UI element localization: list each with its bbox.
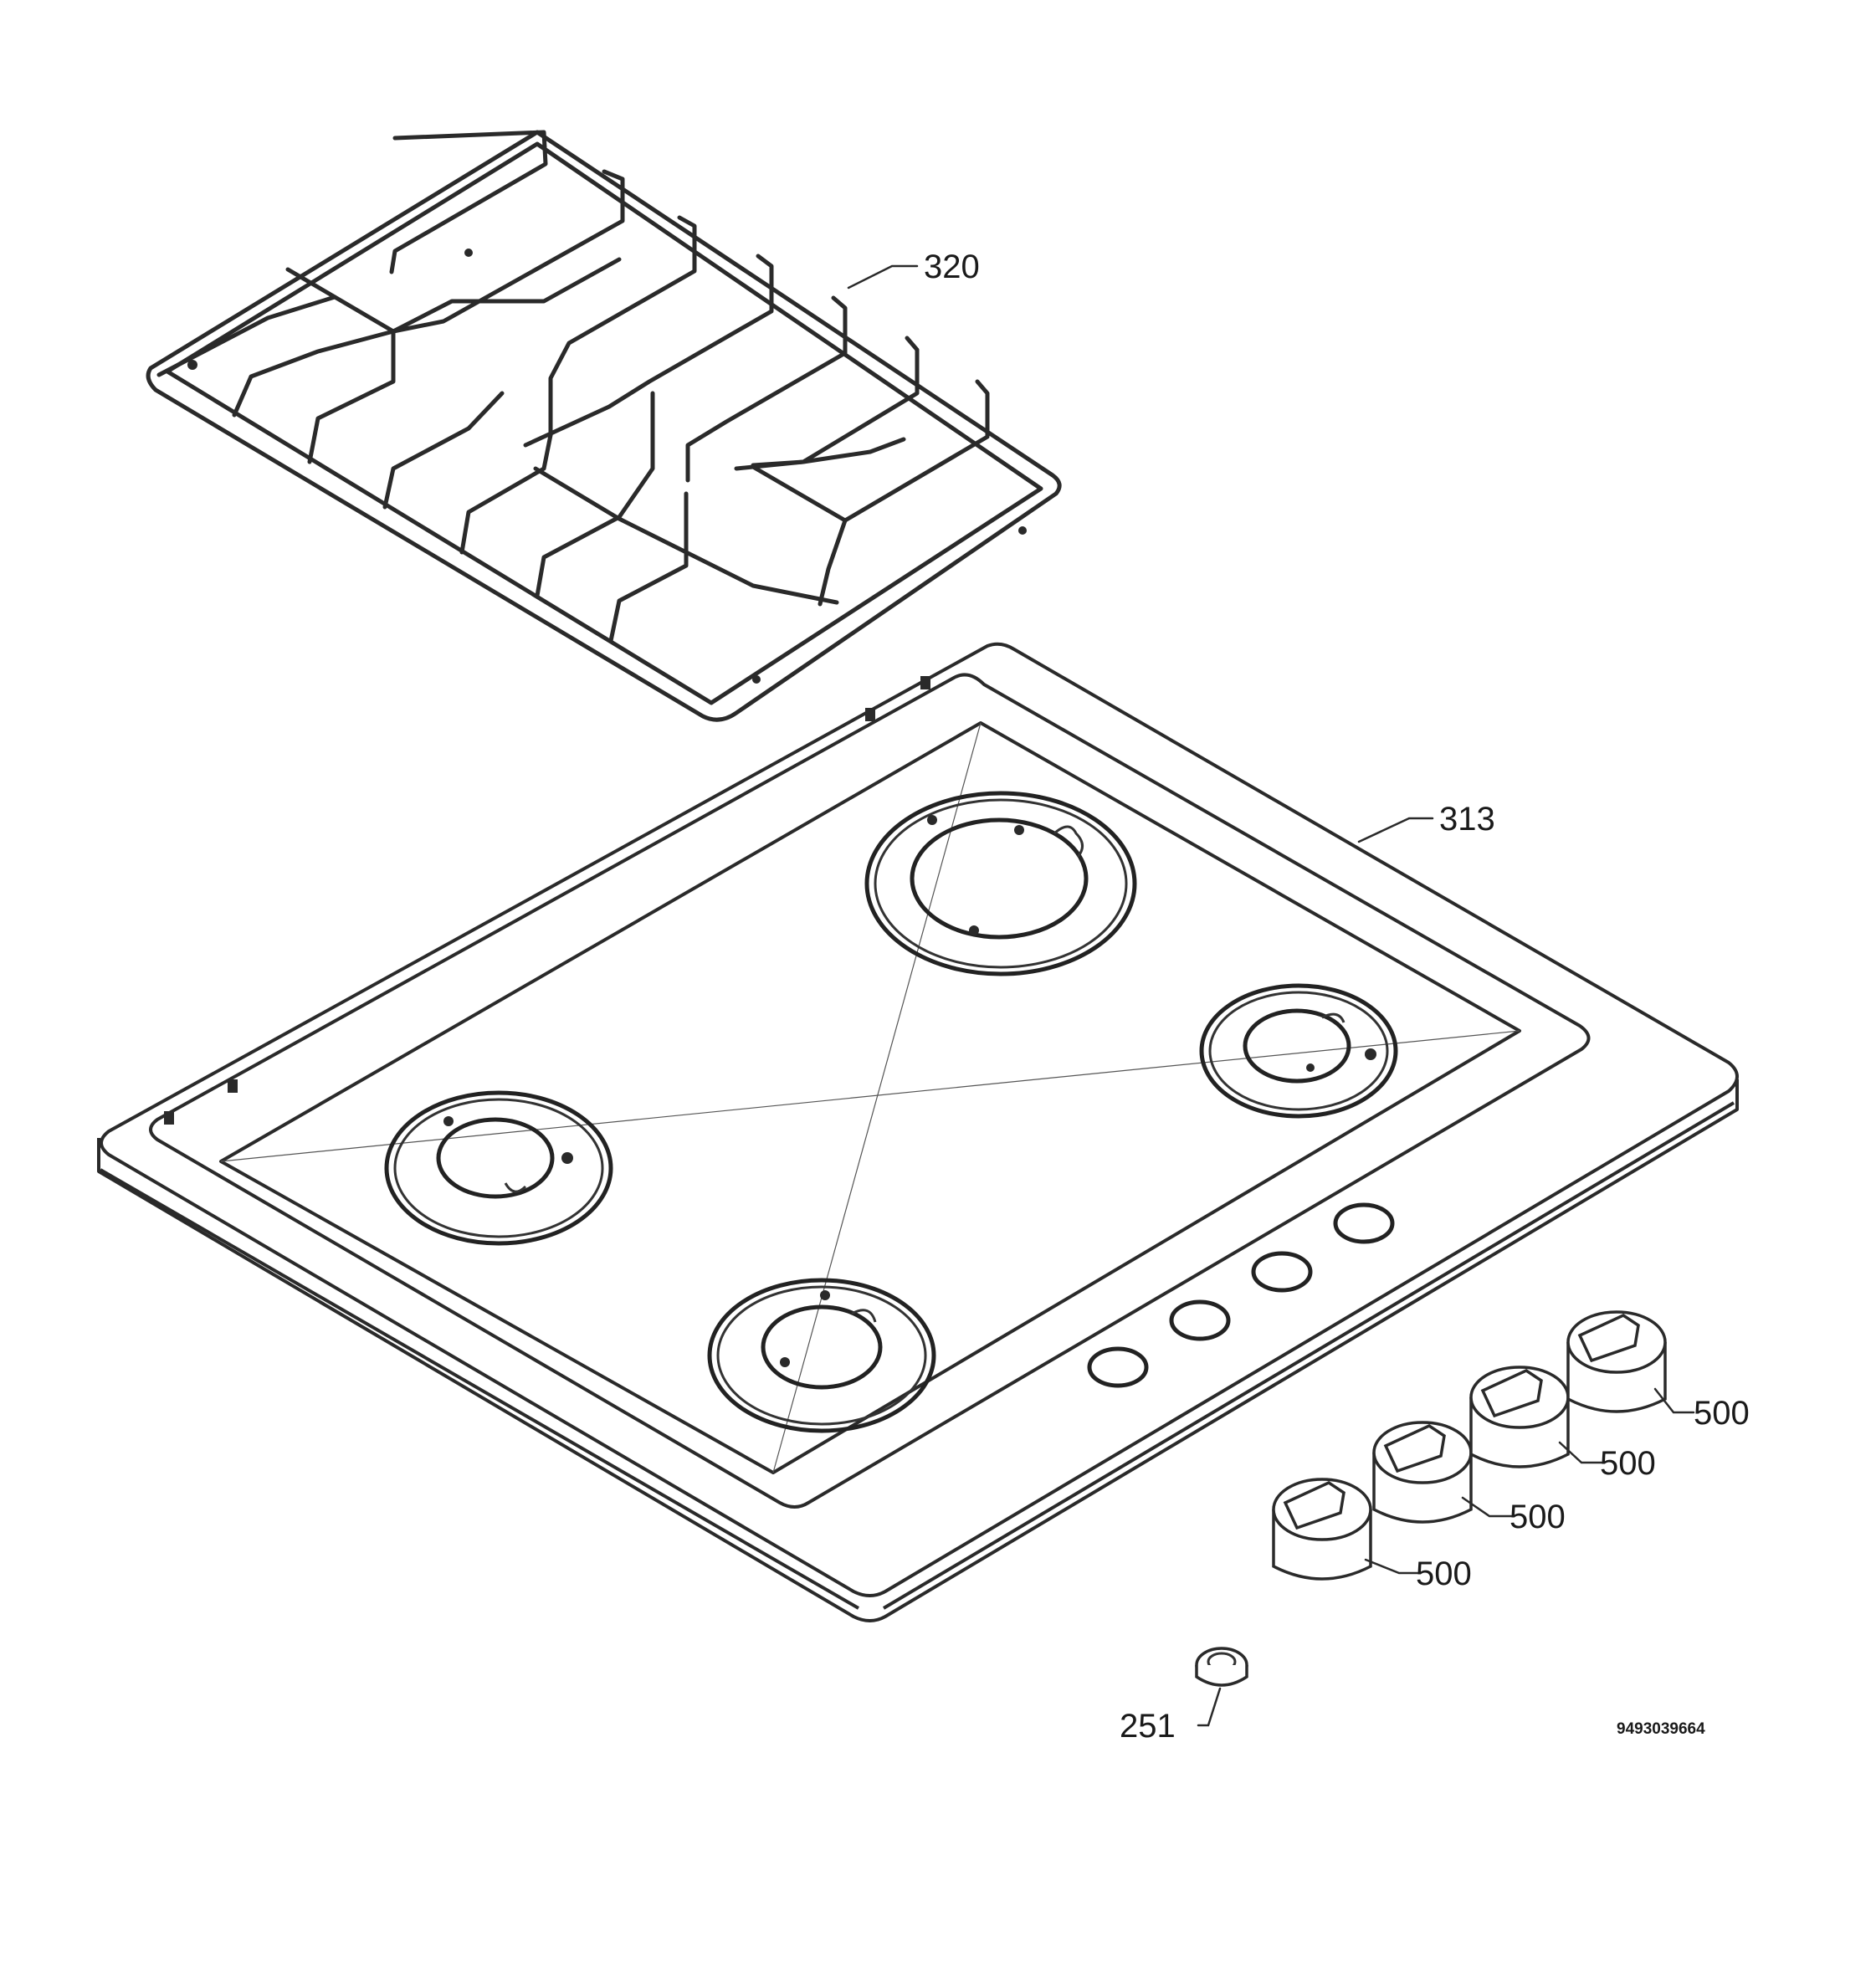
knob-hole-icon [1169, 1299, 1231, 1341]
hob-top-plate-icon [97, 642, 1739, 1622]
control-knob-icon [1566, 1310, 1667, 1413]
seal-ring-icon [1195, 1647, 1248, 1687]
part-label-500: 500 [1694, 1395, 1750, 1432]
control-knob-icon [1469, 1366, 1570, 1468]
knob-hole-icon [1087, 1346, 1149, 1388]
control-knob-icon [1372, 1421, 1473, 1524]
part-label-500: 500 [1510, 1499, 1566, 1535]
leader-500-1 [1364, 1558, 1419, 1575]
leader-500-2 [1461, 1496, 1513, 1518]
leader-500-3 [1558, 1441, 1603, 1464]
part-label-251: 251 [1120, 1708, 1176, 1745]
burner-rear-large-icon [864, 791, 1137, 976]
leader-313 [1357, 817, 1434, 843]
knob-group [1272, 1310, 1667, 1581]
leader-251 [1197, 1687, 1222, 1727]
part-label-313: 313 [1439, 801, 1495, 838]
part-label-500: 500 [1416, 1555, 1472, 1592]
pan-support-grid-icon [146, 130, 1062, 722]
drawing-number: 9493039664 [1617, 1720, 1705, 1738]
knob-hole-icon [1333, 1202, 1395, 1244]
burner-front-medium-icon [707, 1278, 936, 1433]
part-label-500: 500 [1600, 1445, 1656, 1482]
burner-left-medium-icon [384, 1090, 613, 1246]
burner-right-small-icon [1199, 983, 1398, 1119]
control-knob-icon [1272, 1478, 1372, 1581]
knob-hole-icon [1251, 1251, 1313, 1293]
leader-500-4 [1653, 1387, 1695, 1414]
part-label-320: 320 [924, 249, 980, 285]
leader-320 [847, 264, 919, 290]
